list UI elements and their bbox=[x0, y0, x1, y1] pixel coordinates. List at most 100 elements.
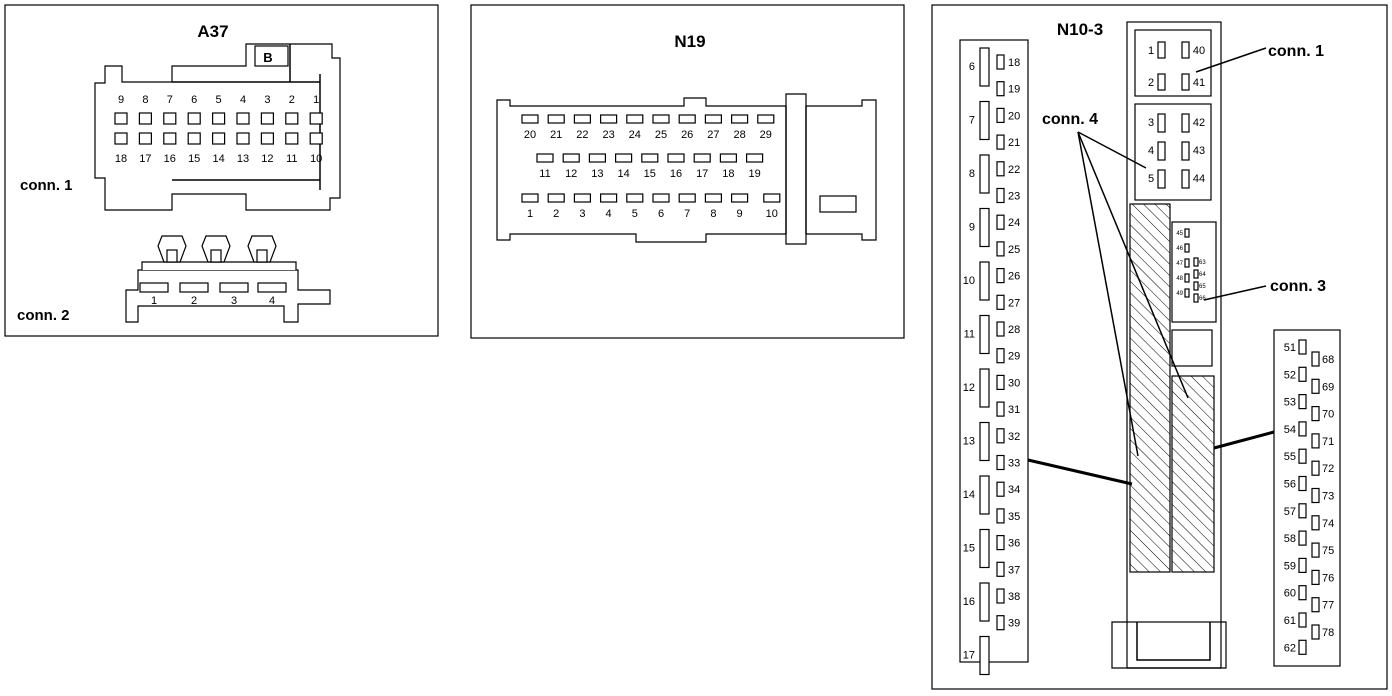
n10-3-pin-label: 16 bbox=[963, 596, 975, 608]
a37-pin bbox=[212, 112, 226, 125]
n10-3-pin bbox=[996, 481, 1005, 497]
a37-conn2-pin bbox=[139, 282, 169, 293]
a37-conn2-pin bbox=[179, 282, 209, 293]
n10-3-pin-label: 47 bbox=[1176, 261, 1183, 267]
n10-3-pin bbox=[1193, 281, 1199, 291]
n10-3-pin-label: 53 bbox=[1284, 397, 1296, 409]
n10-3-pin bbox=[1184, 228, 1190, 238]
n10-3-pin-label: 25 bbox=[1008, 244, 1020, 256]
a37-conn2-pin-label: 2 bbox=[191, 295, 197, 307]
n19-pin-label: 21 bbox=[550, 129, 562, 141]
n19-pin-label: 17 bbox=[696, 168, 708, 180]
n10-3-pin-label: 27 bbox=[1008, 297, 1020, 309]
n10-3-pin-label: 76 bbox=[1322, 572, 1334, 584]
n10-3-pin-label: 19 bbox=[1008, 84, 1020, 96]
n19-pin-label: 15 bbox=[644, 168, 656, 180]
n19-pin bbox=[730, 193, 749, 203]
a37-pin bbox=[138, 112, 152, 125]
n10-3-pin-label: 8 bbox=[969, 168, 975, 180]
a37-conn2-latch-tab bbox=[166, 249, 178, 263]
n19-pin-label: 22 bbox=[576, 129, 588, 141]
n19-pin bbox=[547, 193, 565, 203]
n10-3-pin bbox=[1298, 339, 1307, 355]
n10-3-pin-label: 57 bbox=[1284, 506, 1296, 518]
n10-3-pin bbox=[1193, 257, 1199, 267]
n10-3-pin-label: 75 bbox=[1322, 545, 1334, 557]
n10-3-pin bbox=[979, 207, 990, 248]
n10-3-pin-label: 43 bbox=[1193, 145, 1205, 157]
n10-3-left-strip-pins: 6789101112131415161718192021222324252627… bbox=[963, 47, 1020, 676]
n10-3-pin-label: 4 bbox=[1148, 145, 1154, 157]
n10-3-pin bbox=[979, 261, 990, 301]
a37-pin-label: 14 bbox=[212, 153, 224, 165]
n10-3-pin-label: 31 bbox=[1008, 404, 1020, 416]
n19-pin bbox=[588, 153, 607, 163]
n19-pin-label: 24 bbox=[629, 129, 641, 141]
n10-3-pin bbox=[996, 561, 1005, 577]
n10-3-pin bbox=[1184, 273, 1190, 283]
n19-pin-label: 29 bbox=[760, 129, 772, 141]
n10-3-pin bbox=[979, 528, 990, 569]
n19-pin-label: 4 bbox=[606, 208, 612, 220]
a37-conn2-pin bbox=[257, 282, 287, 293]
n10-3-right-strip-pins: 5152535455565758596061626869707172737475… bbox=[1284, 339, 1334, 655]
n19-pin-label: 3 bbox=[579, 208, 585, 220]
n19-pin bbox=[667, 153, 685, 163]
n10-3-pin-label: 35 bbox=[1008, 511, 1020, 523]
n10-3-pin bbox=[1298, 530, 1307, 546]
n10-3-pin-label: 38 bbox=[1008, 591, 1020, 603]
n10-3-pin bbox=[979, 368, 990, 408]
n10-3-pin-label: 29 bbox=[1008, 351, 1020, 363]
n10-3-pin bbox=[1311, 569, 1320, 586]
n10-3-pin-label: 36 bbox=[1008, 538, 1020, 550]
n10-3-pin-label: 30 bbox=[1008, 377, 1020, 389]
n10-3-pin bbox=[1311, 542, 1320, 558]
n10-3-pin-label: 64 bbox=[1199, 272, 1206, 278]
n10-3-pin bbox=[1311, 351, 1320, 367]
a37-latch bbox=[254, 45, 289, 67]
conn1-leader bbox=[1195, 47, 1267, 73]
conn4-leader-2 bbox=[1077, 131, 1139, 457]
n10-3-pin bbox=[1157, 73, 1166, 91]
n10-3-pin-label: 3 bbox=[1148, 117, 1154, 129]
n19-pin bbox=[547, 114, 565, 124]
a37-pin bbox=[285, 132, 299, 145]
n10-3-pin-label: 58 bbox=[1284, 533, 1296, 545]
n10-3-conn3-label: conn. 3 bbox=[1270, 278, 1326, 295]
n19-pin bbox=[693, 153, 711, 163]
n19-pin-label: 13 bbox=[591, 168, 603, 180]
a37-conn2-latch bbox=[247, 235, 277, 263]
n10-3-pin-label: 11 bbox=[964, 329, 975, 341]
n19-pin-label: 9 bbox=[737, 208, 743, 220]
n10-3-pin bbox=[979, 154, 990, 194]
n10-3-pin-label: 39 bbox=[1008, 618, 1020, 630]
a37-pin bbox=[260, 132, 274, 145]
panel-n19-title: N19 bbox=[674, 32, 705, 51]
a37-conn2-pin-label: 3 bbox=[231, 295, 237, 307]
n19-pin bbox=[626, 114, 644, 124]
n10-3-pin bbox=[996, 428, 1005, 444]
n10-3-pin bbox=[1157, 141, 1166, 161]
n10-3-pin bbox=[996, 615, 1005, 631]
n10-3-pin bbox=[996, 321, 1005, 337]
a37-pin bbox=[212, 132, 226, 145]
n10-3-pin bbox=[1184, 258, 1190, 268]
n10-3-pin-label: 12 bbox=[963, 382, 975, 394]
n10-3-pin bbox=[996, 187, 1005, 204]
a37-conn2-pin-label: 4 bbox=[269, 295, 275, 307]
n10-3-pin-label: 42 bbox=[1193, 117, 1205, 129]
n10-3-pin bbox=[1311, 624, 1320, 640]
n10-3-pin-label: 74 bbox=[1322, 518, 1334, 530]
n10-3-pin-label: 37 bbox=[1008, 564, 1020, 576]
n10-3-pin-label: 7 bbox=[969, 115, 975, 127]
n10-3-pin-label: 24 bbox=[1008, 217, 1020, 229]
n10-3-pin bbox=[1193, 293, 1199, 303]
n10-3-right-link bbox=[1213, 430, 1275, 450]
n10-3-pin-label: 32 bbox=[1008, 431, 1020, 443]
a37-pin-label: 5 bbox=[216, 94, 222, 106]
